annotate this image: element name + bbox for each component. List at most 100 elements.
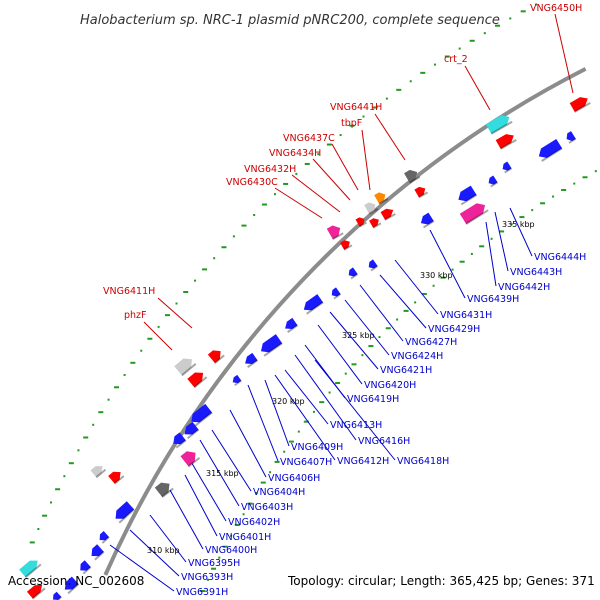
tick-dot <box>232 235 235 238</box>
gene-label-reverse: VNG6400H <box>205 545 257 556</box>
gene-blue <box>502 161 513 174</box>
gene-label-reverse: VNG6401H <box>219 532 271 543</box>
tick-dot <box>420 71 426 74</box>
gene-label-reverse: VNG6439H <box>467 294 519 305</box>
label-connector <box>274 374 336 461</box>
tick-dot <box>317 153 320 156</box>
gene-label-reverse: VNG6403H <box>241 502 293 513</box>
gene-label-reverse: VNG6419H <box>347 394 399 405</box>
label-connector <box>464 65 491 111</box>
gene-features <box>19 97 591 600</box>
gene-red <box>187 372 208 389</box>
tick-dot <box>107 398 110 401</box>
tick-dot <box>470 252 473 255</box>
tick-dot <box>274 460 280 463</box>
label-connector <box>157 297 193 329</box>
tick-dot <box>283 450 286 453</box>
tick-dot <box>29 541 35 544</box>
gene-label-reverse: VNG6416H <box>358 436 410 447</box>
tick-dot <box>200 590 206 593</box>
tick-dot <box>444 55 450 58</box>
tick-dot <box>68 462 74 465</box>
label-connector <box>149 514 187 563</box>
tick-dot <box>573 182 576 185</box>
label-connector <box>379 274 427 329</box>
scale-tick-label: 325 kbp <box>342 331 375 340</box>
gene-blue <box>566 131 577 144</box>
label-connector <box>294 354 357 441</box>
gene-label-reverse: VNG6393H <box>181 572 233 583</box>
tick-dot <box>164 314 170 317</box>
tick-dot <box>326 143 332 146</box>
tick-dot <box>234 524 240 526</box>
tick-dot <box>458 47 461 50</box>
gene-blue <box>64 576 80 595</box>
gene-label-forward: VNG6450H <box>530 3 582 14</box>
label-connectors <box>109 13 574 592</box>
tick-dot <box>303 420 309 423</box>
gene-phzf <box>174 358 197 377</box>
tick-dot <box>273 193 276 196</box>
tick-dot <box>432 284 435 287</box>
tick-dot <box>520 10 526 13</box>
tick-dot <box>351 363 357 366</box>
tick-dot <box>77 449 80 452</box>
label-connector <box>211 429 252 492</box>
gene-blue <box>368 259 379 272</box>
gene-label-reverse: VNG6443H <box>510 267 562 278</box>
gene-label-forward: VNG6432H <box>244 164 296 175</box>
tick-dot <box>241 224 247 227</box>
gene-blue <box>420 212 435 229</box>
tick-dot <box>206 578 209 581</box>
gene-blue <box>53 591 62 600</box>
label-connector <box>494 211 509 272</box>
gene-blue <box>260 334 283 357</box>
gene-red <box>414 186 429 199</box>
gene-blue <box>115 501 135 524</box>
tick-dot <box>288 440 294 443</box>
gene-label-reverse: VNG6429H <box>428 324 480 335</box>
tick-dot <box>319 401 325 404</box>
gene-blue <box>331 287 342 300</box>
tick-dot <box>451 268 454 271</box>
tick-dot <box>242 513 245 516</box>
tick-dot <box>83 436 89 439</box>
tick-dot <box>396 318 399 321</box>
gene-pink <box>459 203 489 225</box>
gene-label-forward: tbpF <box>341 118 362 129</box>
scale-tick-label: 315 kbp <box>206 469 239 478</box>
tick-dot <box>372 106 378 109</box>
tick-dot <box>378 336 381 339</box>
tick-dot <box>55 488 61 491</box>
gene-label-reverse: VNG6406H <box>268 473 320 484</box>
gene-vng6441h <box>404 169 421 184</box>
tick-dot <box>339 134 342 137</box>
gene-blue <box>303 294 324 315</box>
gene-pink <box>326 225 344 241</box>
tick-dot <box>221 246 227 249</box>
tick-dot <box>335 382 341 385</box>
tick-dot <box>63 475 66 478</box>
label-connector <box>312 158 351 201</box>
tick-dot <box>147 337 153 340</box>
label-connector <box>264 379 290 447</box>
gene-label-reverse: VNG6413H <box>330 420 382 431</box>
tick-dot <box>483 32 486 35</box>
label-connector <box>394 259 439 315</box>
tick-dot <box>433 63 436 66</box>
gene-red <box>108 471 125 485</box>
plasmid-backbone <box>103 67 587 576</box>
label-connector <box>229 409 267 478</box>
label-connector <box>284 369 329 425</box>
tick-dot <box>213 257 216 260</box>
label-connector <box>189 459 227 522</box>
label-connector <box>129 529 180 577</box>
tick-dot <box>519 216 525 219</box>
map-title: Halobacterium sp. NRC-1 plasmid pNRC200,… <box>80 13 500 28</box>
gene-label-reverse: VNG6407H <box>280 457 332 468</box>
gene-blue <box>488 175 499 188</box>
scale-tick-label: 330 kbp <box>420 271 453 280</box>
tick-dot <box>403 309 409 312</box>
tick-dot <box>531 209 534 212</box>
